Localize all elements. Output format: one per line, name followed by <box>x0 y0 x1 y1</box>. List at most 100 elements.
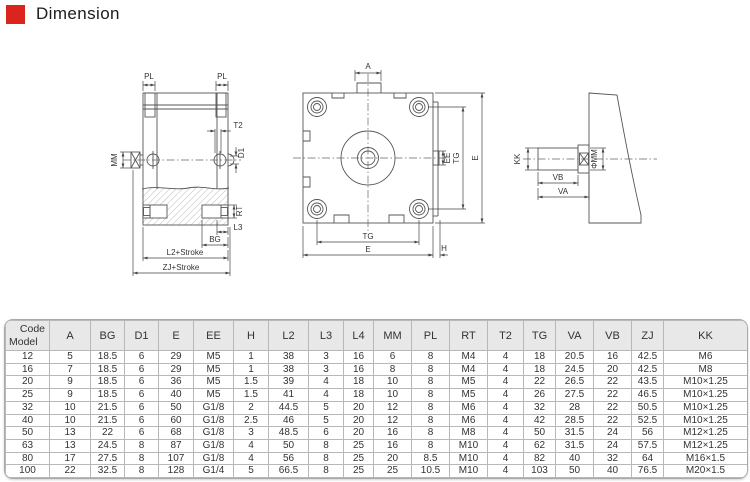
value-cell-mm: 25 <box>373 464 412 479</box>
column-header-zj: ZJ <box>631 320 664 351</box>
value-cell-l3: 8 <box>308 438 344 453</box>
dim-label-l2-stroke: L2+Stroke <box>167 248 204 257</box>
value-cell-e: 29 <box>158 362 194 377</box>
value-cell-l4: 18 <box>343 388 374 402</box>
value-cell-a: 13 <box>49 426 91 440</box>
value-cell-vb: 16 <box>593 350 632 364</box>
value-cell-h: 4 <box>233 451 269 466</box>
value-cell-pl: 10.5 <box>411 464 450 479</box>
rod-view-dimensions <box>525 147 606 200</box>
value-cell-t2: 4 <box>487 362 524 377</box>
value-cell-kk: M8 <box>663 362 747 377</box>
value-cell-va: 27.5 <box>555 388 594 402</box>
value-cell-a: 10 <box>49 400 91 415</box>
value-cell-a: 17 <box>49 451 91 466</box>
dim-label-pl-right: PL <box>217 72 227 81</box>
value-cell-vb: 22 <box>593 388 632 402</box>
column-header-ee: EE <box>193 320 234 351</box>
dim-label-vb: VB <box>553 173 564 182</box>
model-cell: 80 <box>5 451 50 466</box>
column-header-kk: KK <box>663 320 747 351</box>
value-cell-rt: M4 <box>449 362 488 377</box>
model-cell: 50 <box>5 426 50 440</box>
value-cell-t2: 4 <box>487 438 524 453</box>
value-cell-kk: M10×1.25 <box>663 375 747 390</box>
value-cell-bg: 18.5 <box>90 388 125 402</box>
value-cell-tg: 50 <box>523 426 556 440</box>
value-cell-va: 31.5 <box>555 426 594 440</box>
dim-label-kk: KK <box>513 153 522 164</box>
value-cell-vb: 20 <box>593 362 632 377</box>
model-cell: 40 <box>5 413 50 428</box>
value-cell-e: 40 <box>158 388 194 402</box>
value-cell-vb: 22 <box>593 400 632 415</box>
value-cell-zj: 42.5 <box>631 362 664 377</box>
dim-label-va: VA <box>558 187 569 196</box>
value-cell-vb: 32 <box>593 451 632 466</box>
value-cell-mm: 16 <box>373 438 412 453</box>
value-cell-t2: 4 <box>487 350 524 364</box>
side-view-dimensions <box>120 81 239 276</box>
model-cell: 32 <box>5 400 50 415</box>
value-cell-ee: M5 <box>193 362 234 377</box>
value-cell-rt: M4 <box>449 350 488 364</box>
value-cell-kk: M12×1.25 <box>663 438 747 453</box>
dim-label-d1: D1 <box>237 147 246 158</box>
model-cell: 25 <box>5 388 50 402</box>
value-cell-l3: 3 <box>308 350 344 364</box>
value-cell-va: 28.5 <box>555 413 594 428</box>
value-cell-va: 28 <box>555 400 594 415</box>
value-cell-a: 9 <box>49 388 91 402</box>
value-cell-tg: 103 <box>523 464 556 479</box>
value-cell-zj: 57.5 <box>631 438 664 453</box>
value-cell-kk: M20×1.5 <box>663 464 747 479</box>
value-cell-pl: 8 <box>411 400 450 415</box>
column-header-va: VA <box>555 320 594 351</box>
value-cell-pl: 8 <box>411 350 450 364</box>
value-cell-bg: 21.5 <box>90 400 125 415</box>
value-cell-h: 3 <box>233 426 269 440</box>
value-cell-pl: 8 <box>411 388 450 402</box>
value-cell-rt: M10 <box>449 451 488 466</box>
column-header-mm: MM <box>373 320 412 351</box>
value-cell-e: 107 <box>158 451 194 466</box>
value-cell-h: 1.5 <box>233 388 269 402</box>
corner-label-code: Code <box>19 323 45 335</box>
value-cell-va: 24.5 <box>555 362 594 377</box>
value-cell-ee: M5 <box>193 350 234 364</box>
value-cell-va: 26.5 <box>555 375 594 390</box>
value-cell-l3: 5 <box>308 400 344 415</box>
dim-label-tg-bottom: TG <box>362 232 373 241</box>
value-cell-e: 68 <box>158 426 194 440</box>
value-cell-ee: M5 <box>193 375 234 390</box>
value-cell-h: 5 <box>233 464 269 479</box>
side-view-drawing: PL PL MM T2 D1 RT L3 BG L2+Stroke ZJ+Str… <box>110 72 246 276</box>
value-cell-l4: 25 <box>343 464 374 479</box>
dim-label-ee: EE <box>443 153 452 164</box>
dim-label-e-bottom: E <box>365 245 370 254</box>
value-cell-ee: M5 <box>193 388 234 402</box>
value-cell-rt: M10 <box>449 464 488 479</box>
value-cell-pl: 8 <box>411 362 450 377</box>
model-cell: 16 <box>5 362 50 377</box>
column-header-d1: D1 <box>124 320 159 351</box>
value-cell-l4: 16 <box>343 350 374 364</box>
dim-label-mm: MM <box>110 153 119 167</box>
column-header-l3: L3 <box>308 320 344 351</box>
value-cell-l2: 56 <box>268 451 309 466</box>
front-view-dimensions <box>302 70 485 258</box>
value-cell-e: 36 <box>158 375 194 390</box>
value-cell-mm: 10 <box>373 375 412 390</box>
value-cell-vb: 40 <box>593 464 632 479</box>
value-cell-l2: 41 <box>268 388 309 402</box>
value-cell-bg: 27.5 <box>90 451 125 466</box>
value-cell-e: 128 <box>158 464 194 479</box>
column-header-t2: T2 <box>487 320 524 351</box>
value-cell-rt: M5 <box>449 375 488 390</box>
value-cell-a: 22 <box>49 464 91 479</box>
model-cell: 12 <box>5 350 50 364</box>
column-header-bg: BG <box>90 320 125 351</box>
value-cell-ee: G1/8 <box>193 451 234 466</box>
